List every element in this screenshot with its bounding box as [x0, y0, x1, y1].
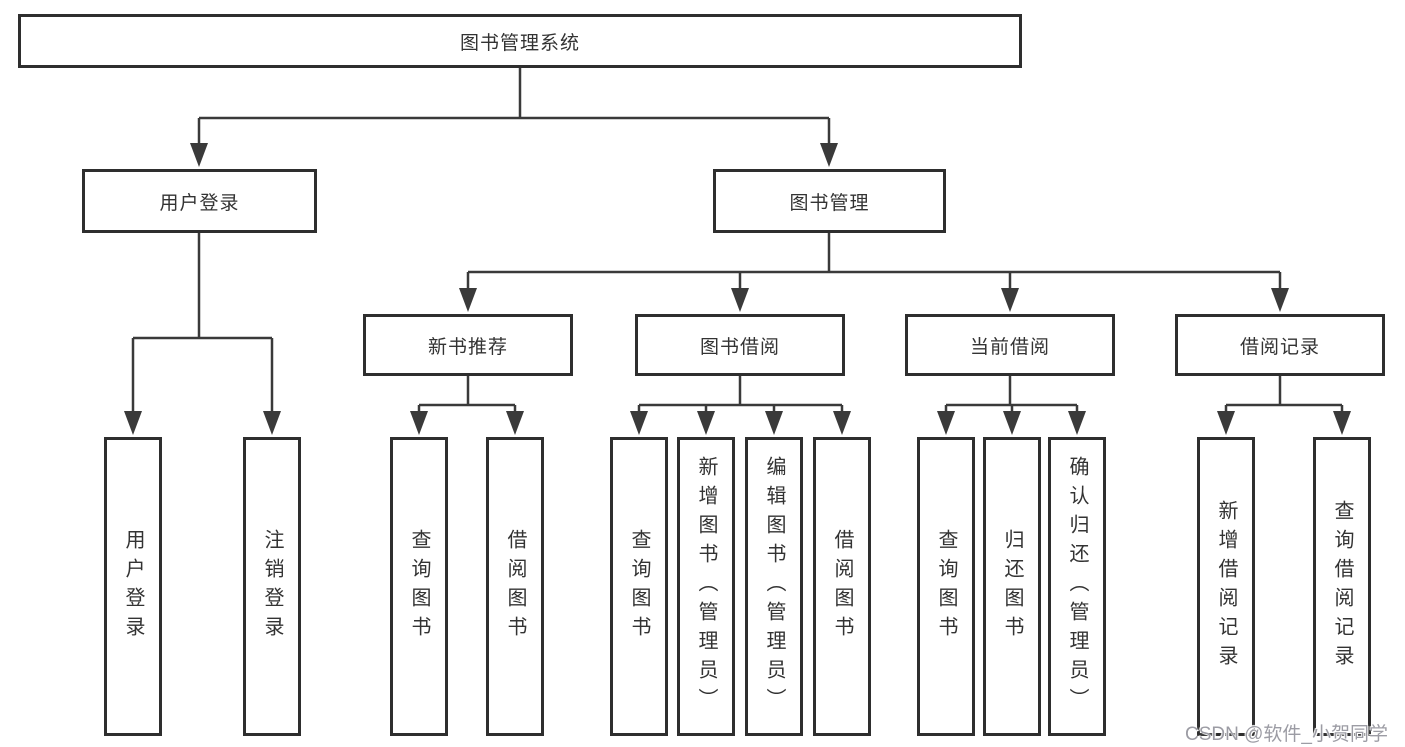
node-leaf-edit-book-admin: 编辑图书（管理员） — [745, 437, 803, 736]
node-leaf-return-books: 归还图书 — [983, 437, 1041, 736]
node-label: 查询图书 — [935, 528, 957, 645]
node-label: 图书借阅 — [699, 336, 780, 358]
node-label: 查询图书 — [628, 528, 650, 645]
node-label: 查询图书 — [408, 528, 430, 645]
node-label: 注销登录 — [261, 528, 283, 645]
watermark: CSDN @软件_小贺同学 — [1185, 724, 1388, 745]
node-leaf-query-books-recommend: 查询图书 — [390, 437, 448, 736]
node-label: 图书管理 — [789, 192, 870, 214]
node-leaf-confirm-return-admin: 确认归还（管理员） — [1048, 437, 1106, 736]
node-borrow-records: 借阅记录 — [1175, 314, 1385, 376]
node-new-book-recommend: 新书推荐 — [363, 314, 573, 376]
node-label: 新增图书（管理员） — [695, 456, 717, 717]
node-label: 借阅记录 — [1239, 336, 1320, 358]
node-label: 用户登录 — [159, 192, 240, 214]
node-book-borrow: 图书借阅 — [635, 314, 845, 376]
node-leaf-logout: 注销登录 — [243, 437, 301, 736]
node-leaf-add-borrow-record: 新增借阅记录 — [1197, 437, 1255, 736]
node-label: 查询借阅记录 — [1331, 499, 1353, 674]
node-label: 编辑图书（管理员） — [763, 456, 785, 717]
node-label: 借阅图书 — [831, 528, 853, 645]
node-leaf-query-borrow-record: 查询借阅记录 — [1313, 437, 1371, 736]
node-leaf-borrow-books-recommend: 借阅图书 — [486, 437, 544, 736]
node-label: 新书推荐 — [427, 336, 508, 358]
node-leaf-add-book-admin: 新增图书（管理员） — [677, 437, 735, 736]
node-label: 借阅图书 — [504, 528, 526, 645]
node-leaf-query-books-current: 查询图书 — [917, 437, 975, 736]
node-current-borrow: 当前借阅 — [905, 314, 1115, 376]
node-label: 归还图书 — [1001, 528, 1023, 645]
node-label: 当前借阅 — [969, 336, 1050, 358]
node-label: 用户登录 — [122, 528, 144, 645]
node-label: 图书管理系统 — [459, 32, 580, 54]
node-library-management-system: 图书管理系统 — [18, 14, 1022, 68]
node-leaf-query-books-borrow: 查询图书 — [610, 437, 668, 736]
node-leaf-borrow-books: 借阅图书 — [813, 437, 871, 736]
node-book-management: 图书管理 — [713, 169, 946, 233]
node-leaf-user-login: 用户登录 — [104, 437, 162, 736]
node-user-login: 用户登录 — [82, 169, 317, 233]
node-label: 确认归还（管理员） — [1066, 456, 1088, 717]
node-label: 新增借阅记录 — [1215, 499, 1237, 674]
